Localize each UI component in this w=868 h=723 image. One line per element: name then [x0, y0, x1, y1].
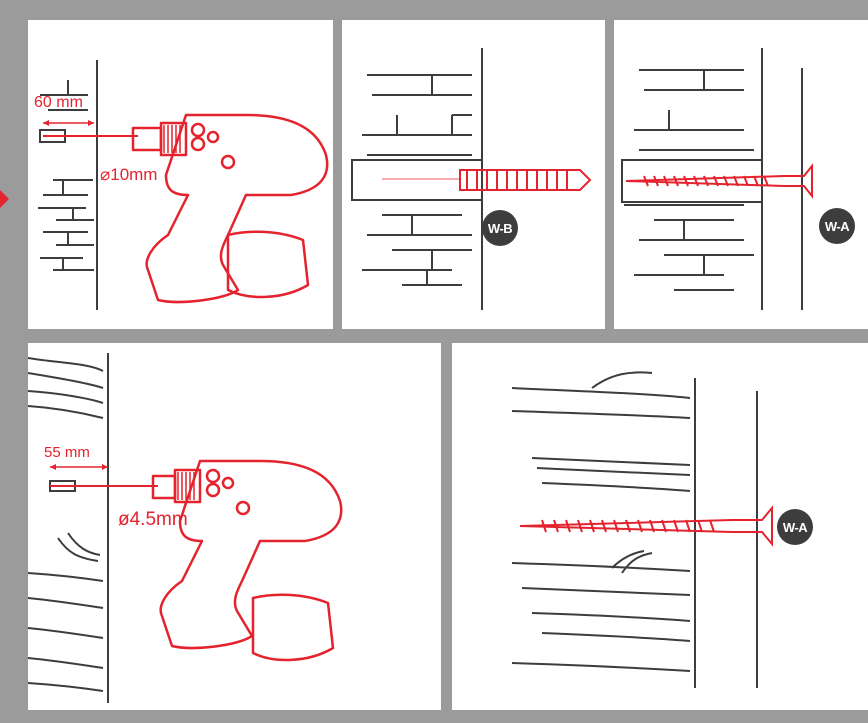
- drill-diameter-label: ⌀10mm: [100, 165, 158, 184]
- panel-plug-insert: W-B: [342, 20, 605, 329]
- plug-insert-illustration: [351, 48, 592, 310]
- wood-beam: [511, 371, 758, 688]
- wood-beam: [28, 353, 109, 703]
- power-drill-icon: [151, 459, 343, 662]
- variant-badge-w-a: W-A: [819, 208, 855, 244]
- variant-badge-w-a: W-A: [777, 509, 813, 545]
- wood-drill-illustration: [28, 353, 343, 703]
- drill-bit-hole: [43, 120, 138, 137]
- screw-wood-illustration: [511, 371, 773, 688]
- drill-depth-label: 55 mm: [44, 444, 90, 461]
- step-arrow-marker: [0, 190, 9, 208]
- masonry-drill-illustration: [38, 60, 329, 310]
- wall-plug-icon: [459, 169, 592, 191]
- brick-wall: [621, 48, 803, 310]
- screw-icon: [625, 163, 813, 199]
- panel-screw-plug: W-A: [614, 20, 868, 329]
- brick-wall: [351, 48, 483, 310]
- screw-plug-illustration: [621, 48, 813, 310]
- drill-diameter-label: ø4.5mm: [118, 509, 188, 530]
- power-drill-icon: [131, 113, 329, 304]
- drill-chuck-ridges: [163, 125, 181, 153]
- panel-masonry-drill: 60 mm ⌀10mm: [28, 20, 333, 329]
- screw-icon: [519, 505, 773, 547]
- panel-wood-drill: 55 mm ø4.5mm: [28, 343, 441, 710]
- drill-bit-hole: [49, 464, 158, 492]
- drill-chuck-ridges: [177, 472, 195, 500]
- variant-badge-w-b: W-B: [482, 210, 518, 246]
- drill-depth-label: 60 mm: [34, 94, 83, 111]
- panel-screw-wood: W-A: [452, 343, 868, 710]
